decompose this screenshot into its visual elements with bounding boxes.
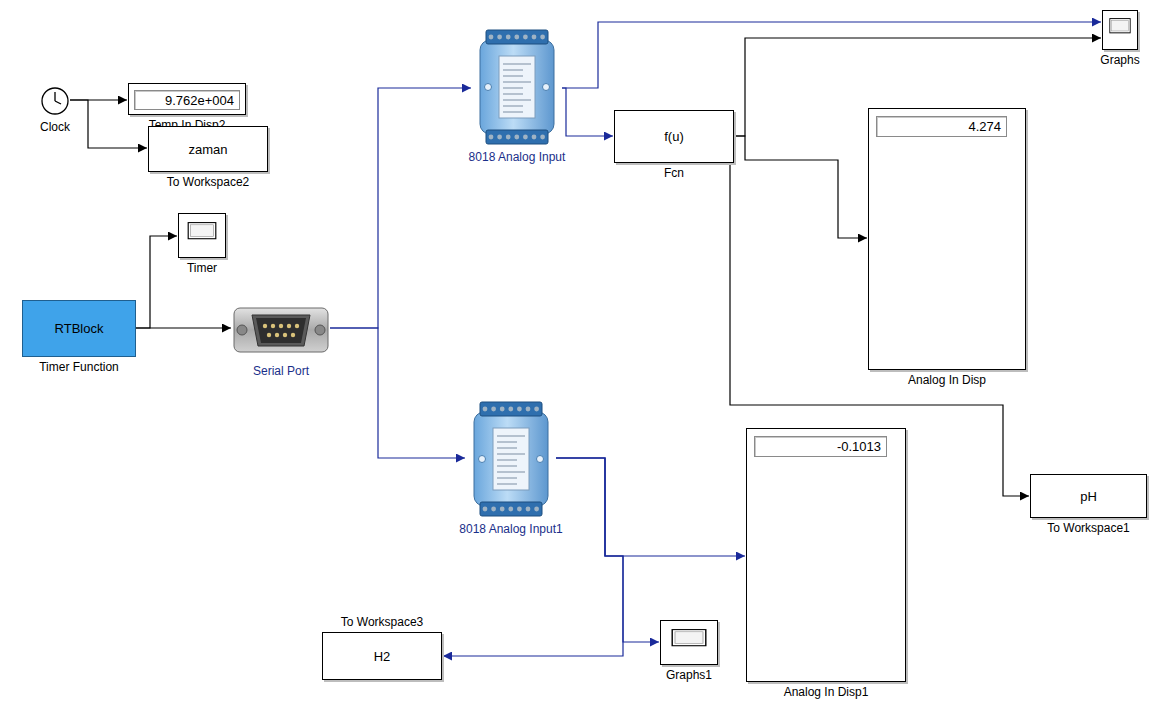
signal-line bbox=[562, 22, 1101, 88]
simulink-dev-block: 8018 Analog Input1 bbox=[466, 400, 556, 518]
scope-icon bbox=[1103, 11, 1137, 49]
simulink-box-block: To Workspace3H2 bbox=[322, 632, 442, 680]
simulink-clock-block: Clock bbox=[40, 86, 70, 116]
scope-icon bbox=[661, 621, 717, 664]
simulink-serial-block: Serial Port bbox=[232, 300, 330, 360]
block-name: Timer Function bbox=[39, 360, 119, 374]
block-name: Serial Port bbox=[253, 364, 309, 378]
block-name: Fcn bbox=[664, 166, 684, 180]
simulink-big-block: -0.1013Analog In Disp1 bbox=[746, 428, 906, 682]
simulink-scope-block: Timer bbox=[178, 213, 226, 258]
signal-line bbox=[556, 458, 659, 642]
block-name: Graphs1 bbox=[666, 668, 712, 682]
block-name: Analog In Disp bbox=[908, 373, 986, 387]
serial-port-connector bbox=[232, 300, 330, 360]
signal-line bbox=[562, 88, 613, 136]
block-content: H2 bbox=[323, 633, 441, 679]
simulink-box-block: zamanTo Workspace2 bbox=[148, 126, 268, 172]
display-value: -0.1013 bbox=[754, 436, 887, 457]
scope-icon bbox=[179, 214, 225, 257]
block-name: Timer bbox=[187, 261, 217, 275]
adam-8018-module bbox=[472, 28, 562, 146]
signal-line bbox=[136, 327, 231, 328]
block-name: To Workspace1 bbox=[1047, 521, 1129, 535]
simulink-big-block: 4.274Analog In Disp bbox=[868, 108, 1026, 370]
connector-group bbox=[70, 22, 1101, 656]
block-name: Analog In Disp1 bbox=[784, 685, 869, 699]
simulink-dev-block: 8018 Analog Input bbox=[472, 28, 562, 146]
display-value: 4.274 bbox=[876, 116, 1007, 137]
block-name: 8018 Analog Input1 bbox=[459, 522, 562, 536]
signal-line bbox=[734, 38, 1101, 136]
signal-line bbox=[136, 236, 177, 328]
simulink-box-block: f(u)Fcn bbox=[614, 110, 734, 163]
simulink-scope-block: Graphs bbox=[1102, 10, 1138, 50]
simulink-rt-block: RTBlockTimer Function bbox=[22, 300, 136, 357]
adam-8018-module bbox=[466, 400, 556, 518]
simulink-box-block: pHTo Workspace1 bbox=[1030, 474, 1147, 518]
block-name: To Workspace3 bbox=[341, 615, 423, 629]
display-value: 9.762e+004 bbox=[134, 90, 240, 110]
block-name: 8018 Analog Input bbox=[469, 150, 566, 164]
signal-line bbox=[330, 88, 471, 328]
signal-line bbox=[330, 328, 465, 458]
clock-icon bbox=[40, 86, 70, 116]
block-content: RTBlock bbox=[23, 301, 135, 356]
simulink-disp-block: 9.762e+004Temp In Disp2 bbox=[128, 83, 246, 115]
simulink-scope-block: Graphs1 bbox=[660, 620, 718, 665]
block-name: Clock bbox=[40, 120, 70, 134]
signal-line bbox=[734, 136, 867, 238]
signal-line bbox=[556, 458, 745, 556]
block-content: pH bbox=[1031, 475, 1146, 517]
block-name: To Workspace2 bbox=[167, 175, 249, 189]
block-name: Graphs bbox=[1100, 53, 1139, 67]
block-content: zaman bbox=[149, 127, 267, 171]
block-content: f(u) bbox=[615, 111, 733, 162]
